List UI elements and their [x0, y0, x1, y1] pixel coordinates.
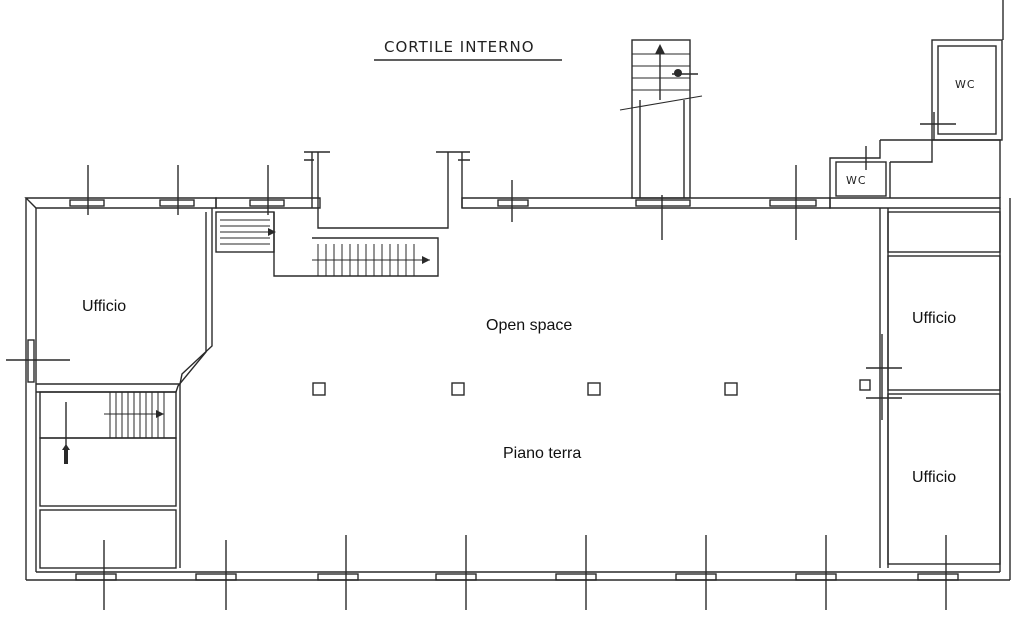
room-label-ufficio-right-top: Ufficio: [912, 310, 956, 327]
courtyard-title: CORTILE INTERNO: [384, 38, 535, 56]
room-label-wc-small: WC: [846, 174, 867, 187]
room-label-ufficio-right-bottom: Ufficio: [912, 469, 956, 486]
room-label-piano-terra: Piano terra: [503, 445, 581, 462]
room-label-wc-top: WC: [955, 78, 976, 91]
room-label-ufficio-left: Ufficio: [82, 298, 126, 315]
room-label-open-space: Open space: [486, 317, 572, 334]
